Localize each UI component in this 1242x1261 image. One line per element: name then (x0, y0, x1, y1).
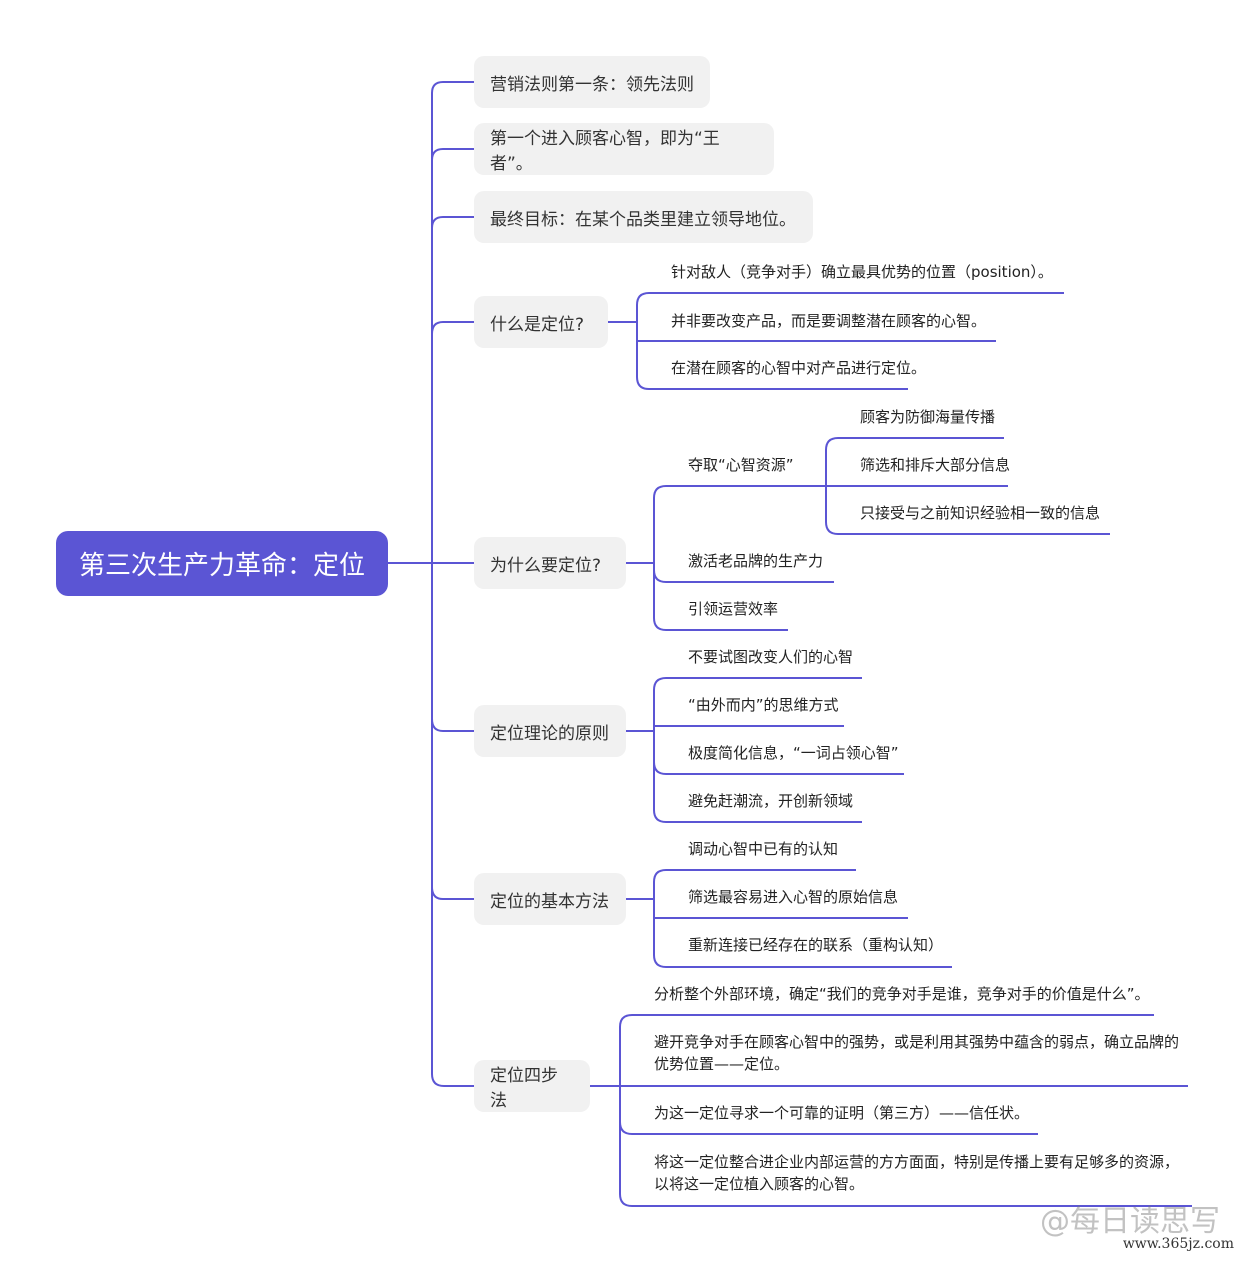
leaf-item[interactable]: 筛选和排斥大部分信息 (860, 456, 1011, 474)
branch-principles[interactable]: 定位理论的原则 (474, 705, 626, 757)
leaf-item[interactable]: 调动心智中已有的认知 (688, 840, 839, 858)
branch-what-is-positioning[interactable]: 什么是定位? (474, 296, 608, 348)
leaf-item[interactable]: 筛选最容易进入心智的原始信息 (688, 888, 899, 906)
branch-final-goal[interactable]: 最终目标：在某个品类里建立领导地位。 (474, 191, 813, 243)
branch-why-positioning[interactable]: 为什么要定位? (474, 537, 626, 589)
leaf-item[interactable]: 重新连接已经存在的联系（重构认知） (688, 936, 944, 954)
watermark-url: www.365jz.com (1122, 1236, 1234, 1252)
watermark-text: @每日读思写 (1040, 1204, 1220, 1239)
branch-basic-methods[interactable]: 定位的基本方法 (474, 873, 626, 925)
branch-four-steps[interactable]: 定位四步法 (474, 1060, 590, 1112)
leaf-item[interactable]: 避免赶潮流，开创新领域 (688, 792, 854, 810)
leaf-item[interactable]: 极度简化信息，“一词占领心智” (688, 744, 899, 762)
leaf-item[interactable]: 顾客为防御海量传播 (860, 408, 996, 426)
leaf-item[interactable]: 分析整个外部环境，确定“我们的竞争对手是谁，竞争对手的价值是什么”。 (654, 985, 1150, 1003)
leaf-item[interactable]: 避开竞争对手在顾客心智中的强势，或是利用其强势中蕴含的弱点，确立品牌的优势位置—… (654, 1033, 1180, 1073)
leaf-item[interactable]: 针对敌人（竞争对手）确立最具优势的位置（position）。 (671, 263, 1053, 281)
leaf-item[interactable]: 为这一定位寻求一个可靠的证明（第三方）——信任状。 (654, 1104, 1030, 1122)
leaf-item[interactable]: 不要试图改变人们的心智 (688, 648, 854, 666)
leaf-item[interactable]: 将这一定位整合进企业内部运营的方方面面，特别是传播上要有足够多的资源，以将这一定… (654, 1153, 1180, 1193)
leaf-item[interactable]: 在潜在顾客的心智中对产品进行定位。 (671, 359, 927, 377)
root-topic[interactable]: 第三次生产力革命：定位 (56, 531, 388, 596)
leaf-item[interactable]: “由外而内”的思维方式 (688, 696, 839, 714)
leaf-item[interactable]: 激活老品牌的生产力 (688, 552, 824, 570)
leaf-item[interactable]: 引领运营效率 (688, 600, 779, 618)
leaf-item[interactable]: 夺取“心智资源” (688, 456, 794, 474)
branch-leading-law[interactable]: 营销法则第一条：领先法则 (474, 56, 710, 108)
leaf-item[interactable]: 只接受与之前知识经验相一致的信息 (860, 504, 1101, 522)
leaf-item[interactable]: 并非要改变产品，而是要调整潜在顾客的心智。 (671, 312, 987, 330)
branch-first-in-mind[interactable]: 第一个进入顾客心智，即为“王者”。 (474, 123, 774, 175)
